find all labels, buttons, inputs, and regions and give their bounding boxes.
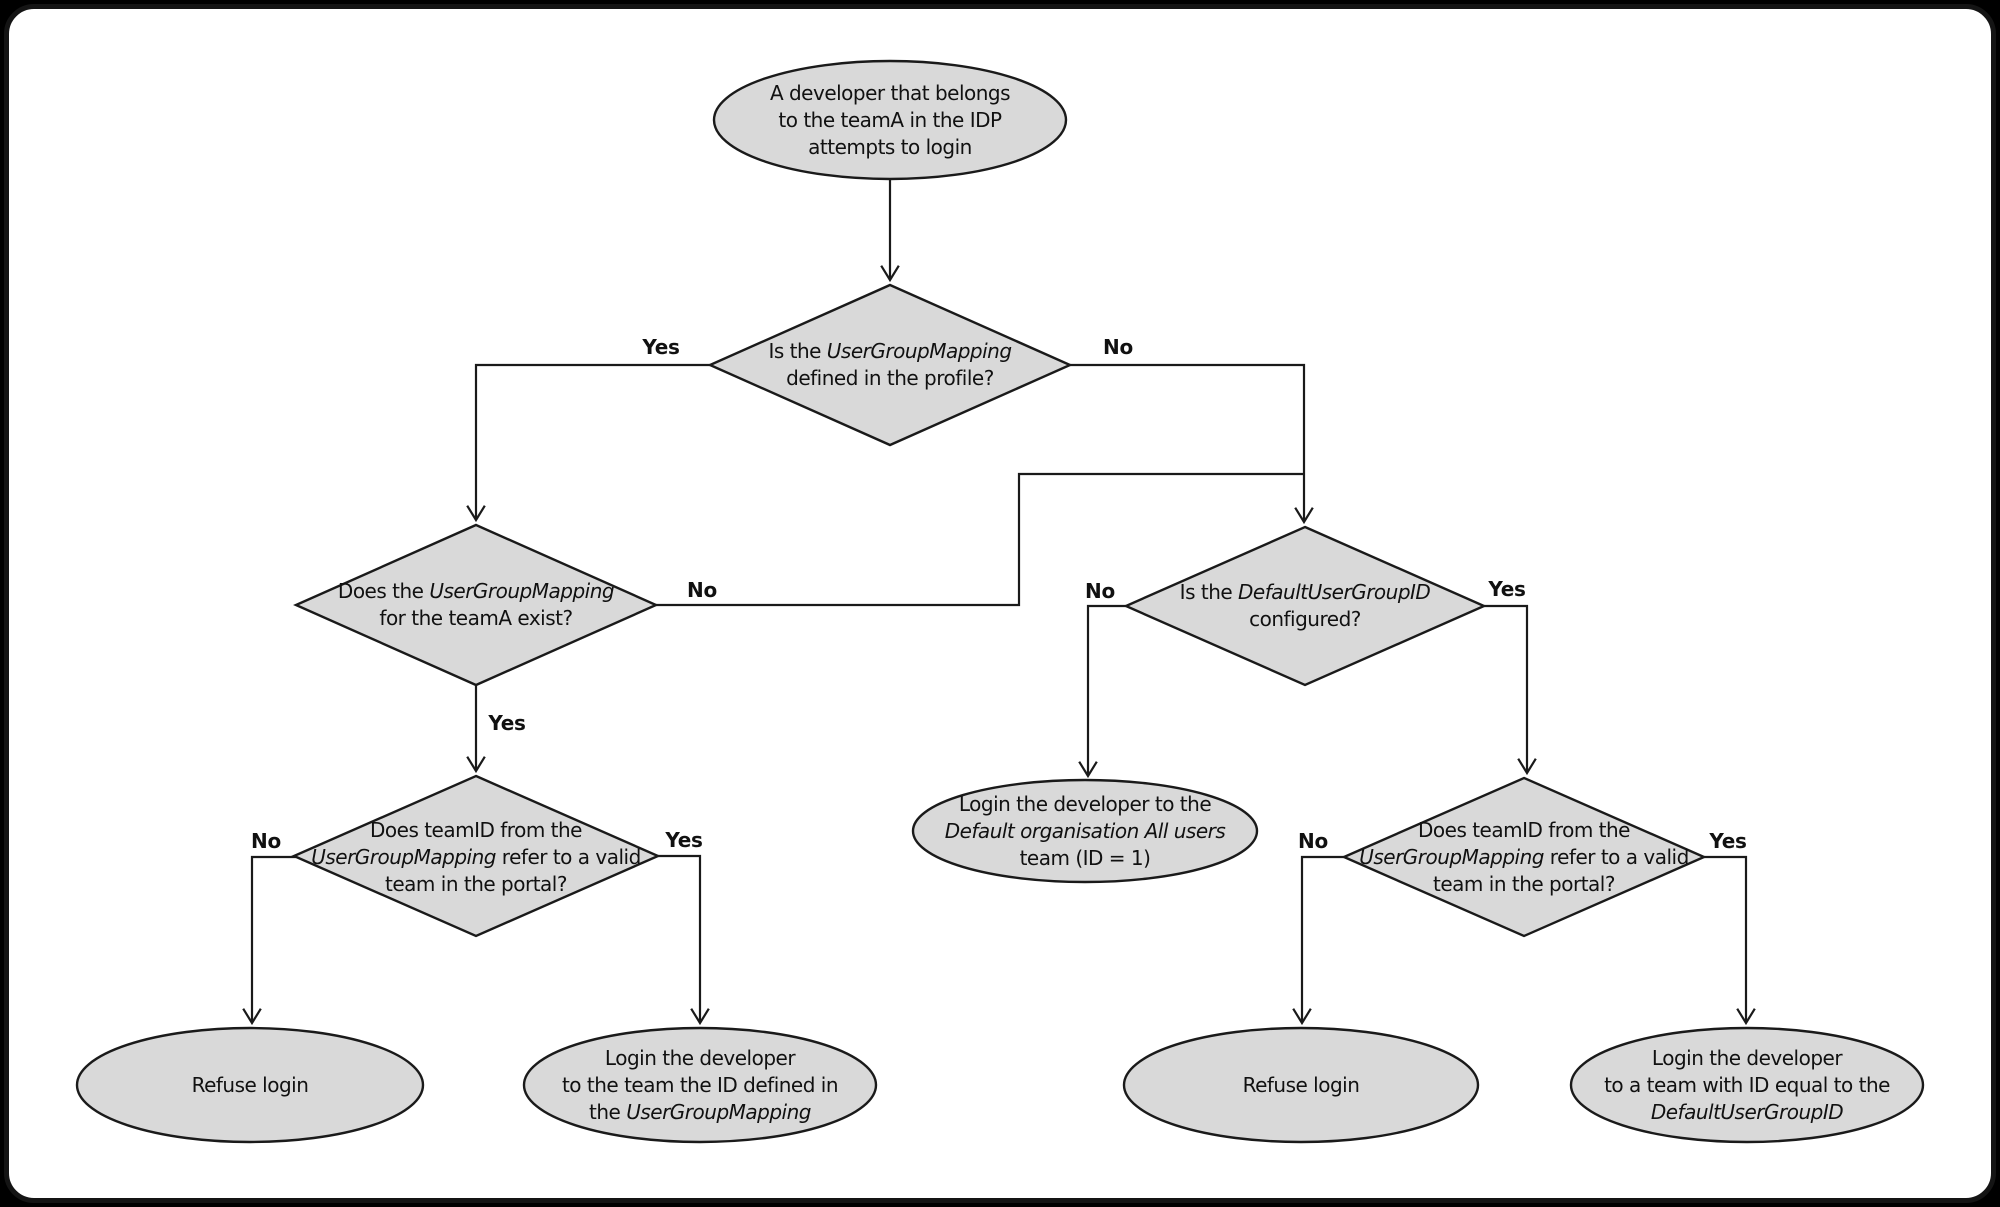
node-start-label: A developer that belongs to the teamA in…: [769, 80, 1011, 159]
node-decision-ugm-defined-label: Is the UserGroupMapping defined in the p…: [768, 339, 1012, 390]
edge-label-ugm-defined-yes: Yes: [642, 335, 680, 359]
node-decision-ugm-exists-shape: [293, 523, 659, 687]
node-refuse-login-right-shape: [1122, 1026, 1480, 1144]
node-login-dugid-team-shape: [1569, 1026, 1925, 1144]
node-login-dugid-team-label: Login the developer to a team with ID eq…: [1604, 1045, 1890, 1124]
node-decision-ugm-defined-shape: [707, 283, 1073, 447]
edge-label-ugm-exists-no: No: [687, 578, 717, 602]
node-login-ugm-team-label: Login the developer to the team the ID d…: [561, 1045, 839, 1124]
node-login-default-org-label: Login the developer to the Default organ…: [944, 791, 1226, 870]
node-decision-teamid-valid-left-shape: [291, 774, 661, 938]
node-layer: [75, 59, 1925, 1144]
node-decision-ugm-exists-label: Does the UserGroupMapping for the teamA …: [337, 579, 615, 630]
edge-label-dugid-yes: Yes: [1488, 577, 1526, 601]
node-decision-dugid-configured-label: Is the DefaultUserGroupID configured?: [1179, 580, 1431, 631]
node-decision-dugid-configured-shape: [1123, 525, 1487, 687]
node-start-shape: [712, 59, 1068, 181]
node-refuse-login-left-label: Refuse login: [191, 1072, 309, 1097]
edge-teamid-left-yes: [658, 854, 710, 1026]
edge-ugm-defined-yes: [466, 363, 710, 523]
edge-label-ugm-defined-no: No: [1103, 335, 1133, 359]
node-decision-teamid-valid-left-label: Does teamID from the UserGroupMapping re…: [311, 817, 641, 896]
edge-layer: [242, 179, 1756, 1026]
edge-dugid-no: [1078, 604, 1126, 779]
node-decision-teamid-valid-right-label: Does teamID from the UserGroupMapping re…: [1359, 817, 1689, 896]
edge-ugm-exists-no: [656, 472, 1303, 607]
edge-ugm-defined-no: [1070, 363, 1314, 525]
node-refuse-login-right-label: Refuse login: [1242, 1072, 1360, 1097]
edge-label-ugm-exists-yes: Yes: [488, 711, 526, 735]
node-decision-teamid-valid-right-shape: [1341, 776, 1707, 938]
edge-dugid-yes: [1484, 604, 1537, 776]
edge-teamid-right-yes: [1704, 855, 1756, 1026]
node-login-ugm-team-shape: [522, 1026, 878, 1144]
edge-teamid-left-no: [242, 855, 296, 1026]
node-refuse-login-left-shape: [75, 1026, 425, 1144]
edge-teamid-right-no: [1292, 855, 1344, 1026]
edge-label-teamid-left-no: No: [251, 829, 281, 853]
edge-label-teamid-right-yes: Yes: [1709, 829, 1747, 853]
edge-label-teamid-left-yes: Yes: [665, 828, 703, 852]
edge-label-teamid-right-no: No: [1298, 829, 1328, 853]
edge-label-dugid-no: No: [1085, 579, 1115, 603]
node-login-default-org-shape: [911, 778, 1259, 884]
